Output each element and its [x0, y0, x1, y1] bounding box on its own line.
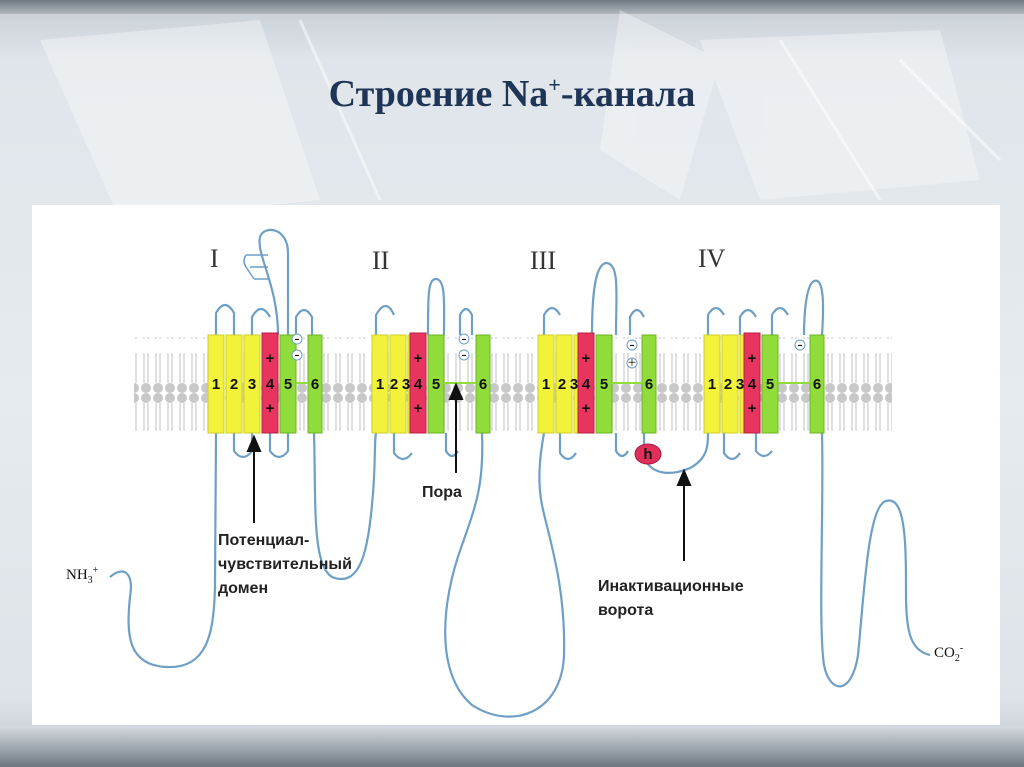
d4-seg6: 6: [813, 376, 821, 393]
d3-seg1: 1: [542, 376, 550, 393]
segment-numbers: 1 2 3 4 5 6 1 2 3 4 5 6 1 2 3 4 5 6 1 2 …: [212, 376, 821, 393]
domain-numeral-IV: IV: [698, 244, 726, 273]
d3-seg2: 2: [558, 376, 566, 393]
voltage-sensor-label-line2: чувствительный: [218, 556, 352, 573]
d1-seg6: 6: [311, 376, 319, 393]
minus-sign: -: [295, 331, 300, 347]
pore-label: Пора: [422, 484, 462, 501]
n-term-main: NH: [66, 567, 88, 583]
d2-seg2: 2: [390, 376, 398, 393]
d1-seg1: 1: [212, 376, 220, 393]
title-sup: +: [548, 72, 561, 97]
pore-loop-charges: [291, 333, 806, 369]
n-term-sub: 3: [88, 575, 93, 586]
domain-II-helices: [371, 332, 491, 434]
minus-sign: -: [798, 337, 803, 353]
d2-seg3: 3: [402, 376, 410, 393]
plus-sign: +: [748, 400, 757, 417]
d2-seg1: 1: [376, 376, 384, 393]
n-terminus-label: NH3+: [66, 565, 99, 586]
s4-charges: + + + + + + + +: [266, 350, 757, 417]
plus-sign: +: [266, 400, 275, 417]
d4-seg2: 2: [724, 376, 732, 393]
title-text: Строение Na: [328, 73, 549, 115]
plus-sign: +: [582, 350, 591, 367]
plus-sign: +: [266, 350, 275, 367]
d2-seg5: 5: [432, 376, 440, 393]
d2-seg4: 4: [414, 376, 423, 393]
annotation-arrows: [246, 382, 692, 561]
inactivation-gate-label-line1: Инактивационные: [598, 578, 744, 595]
domain-numeral-II: II: [372, 246, 389, 275]
voltage-sensor-label-line1: Потенциал-: [218, 532, 309, 549]
d2-seg6: 6: [479, 376, 487, 393]
minus-sign: -: [462, 331, 467, 347]
domain-numeral-III: III: [530, 246, 556, 275]
plus-sign: +: [628, 355, 636, 371]
n-term-sup: +: [93, 565, 99, 576]
c-term-sup: -: [960, 643, 963, 654]
sodium-channel-diagram: 1 2 3 4 5 6 1 2 3 4 5 6 1 2 3 4 5 6 1 2 …: [66, 228, 963, 718]
d1-seg4: 4: [266, 376, 275, 393]
d4-seg1: 1: [708, 376, 716, 393]
d3-seg4: 4: [582, 376, 591, 393]
d1-seg2: 2: [230, 376, 238, 393]
d3-seg6: 6: [645, 376, 653, 393]
inactivation-gate-h: [634, 443, 662, 465]
bottom-bar: [0, 726, 1024, 767]
plus-sign: +: [414, 400, 423, 417]
glycosylation-sites: [243, 254, 268, 280]
plus-sign: +: [748, 350, 757, 367]
c-term-main: CO: [934, 645, 955, 661]
c-term-sub: 2: [955, 653, 960, 664]
minus-sign: -: [630, 337, 635, 353]
voltage-sensor-label-line3: домен: [218, 580, 268, 597]
d4-seg3: 3: [736, 376, 744, 393]
d4-seg5: 5: [766, 376, 774, 393]
h-label: h: [643, 446, 652, 463]
c-terminus-label: CO2-: [934, 643, 963, 664]
top-bar: [0, 0, 1024, 14]
minus-sign: -: [295, 347, 300, 363]
page-title: Строение Na+-канала: [0, 72, 1024, 116]
domain-I-helices: [207, 332, 323, 434]
minus-sign: -: [462, 347, 467, 363]
plus-sign: +: [414, 350, 423, 367]
d3-seg5: 5: [600, 376, 608, 393]
diagram-panel: 1 2 3 4 5 6 1 2 3 4 5 6 1 2 3 4 5 6 1 2 …: [32, 205, 1000, 725]
polypeptide-chain: [109, 228, 931, 718]
domain-III-helices: [537, 332, 657, 434]
inactivation-gate-label-line2: ворота: [598, 602, 653, 619]
plus-sign: +: [582, 400, 591, 417]
d3-seg3: 3: [570, 376, 578, 393]
d1-seg5: 5: [284, 376, 292, 393]
d1-seg3: 3: [248, 376, 256, 393]
pore-loop-charge-signs: - - - - - + -: [295, 331, 803, 371]
d4-seg4: 4: [748, 376, 757, 393]
domain-numeral-I: I: [210, 244, 219, 273]
title-suffix: -канала: [560, 73, 696, 115]
